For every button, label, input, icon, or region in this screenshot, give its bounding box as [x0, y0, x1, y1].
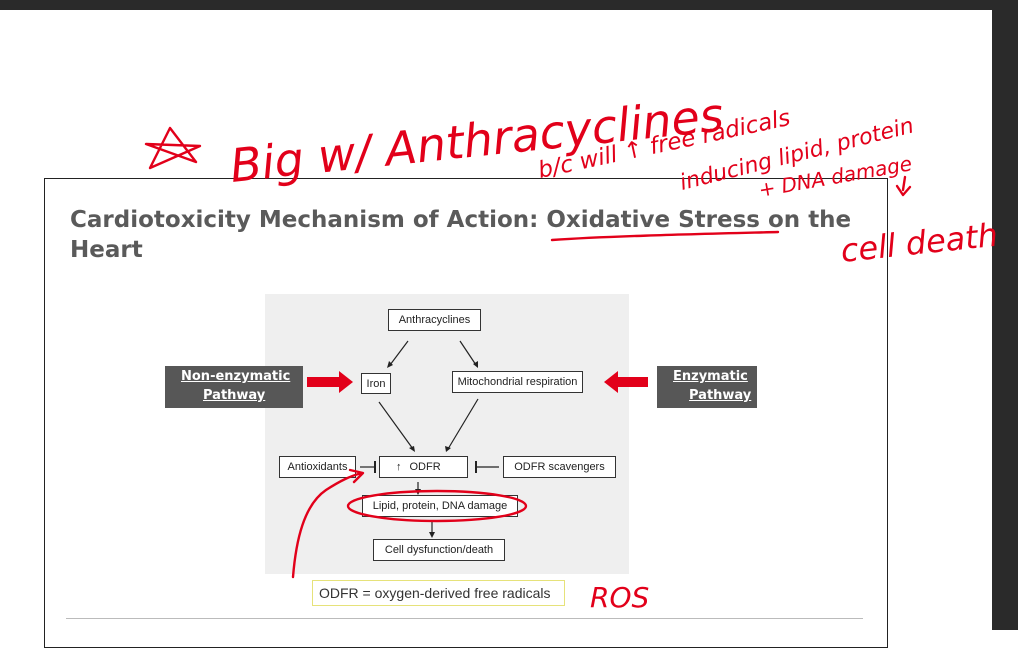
- diagram-overlay: Big w/ Anthracyclines b/c will ↑ free ra…: [144, 87, 1000, 614]
- increase-arrow-icon: ↑: [396, 461, 402, 473]
- legend-text: ODFR = oxygen-derived free radicals: [319, 585, 551, 601]
- odfr-label: ODFR: [409, 461, 441, 473]
- legend-box: ODFR = oxygen-derived free radicals: [312, 580, 565, 606]
- star-icon: [144, 126, 202, 170]
- enzymatic-line-1: Enzymatic: [673, 369, 748, 384]
- mitochondrial-respiration-label: Mitochondrial respiration: [457, 376, 578, 388]
- diagram-arrowheads: [387, 361, 478, 538]
- ros-arrow-icon: [291, 468, 365, 579]
- cell-death-arrow-icon: [895, 175, 912, 197]
- damage-box: Lipid, protein, DNA damage: [362, 495, 518, 517]
- title-highlight: Oxidative Stress: [546, 207, 760, 233]
- damage-circle: [346, 489, 528, 523]
- arrowhead-odfr-right: [445, 446, 451, 452]
- iron-box: Iron: [361, 373, 391, 394]
- non-enzymatic-line-2: Pathway: [203, 388, 266, 403]
- diagram-connectors: [360, 340, 499, 534]
- connector-anthra-iron: [389, 340, 409, 366]
- title-part-1: Cardiotoxicity Mechanism of Action:: [70, 207, 547, 233]
- slide-title: Cardiotoxicity Mechanism of Action: Oxid…: [70, 205, 870, 265]
- enzymatic-line-2: Pathway: [689, 388, 752, 403]
- cell-death-label: Cell dysfunction/death: [384, 544, 494, 556]
- odfr-box: ↑ ODFR: [379, 456, 468, 478]
- iron-label: Iron: [366, 377, 386, 390]
- arrowhead-odfr-left: [409, 446, 415, 452]
- non-enzymatic-line-1: Non-enzymatic: [181, 369, 291, 384]
- arrowhead-death: [429, 532, 435, 538]
- arrowhead-mito: [473, 361, 478, 368]
- connector-anthra-mito: [459, 340, 477, 366]
- mitochondrial-respiration-box: Mitochondrial respiration: [452, 371, 583, 393]
- arrowhead-iron: [387, 361, 393, 368]
- anthracyclines-label: Anthracyclines: [398, 314, 471, 326]
- connector-iron-odfr: [378, 401, 414, 450]
- odfr-scavengers-label: ODFR scavengers: [514, 461, 605, 473]
- damage-label: Lipid, protein, DNA damage: [372, 500, 508, 512]
- non-enzymatic-red-arrow-icon: [307, 371, 353, 393]
- antioxidants-box: Antioxidants: [279, 456, 356, 478]
- enzymatic-pathway-label: Enzymatic Pathway: [657, 366, 757, 408]
- annotation-ros: ROS: [590, 581, 649, 614]
- non-enzymatic-pathway-label: Non-enzymatic Pathway: [165, 366, 303, 408]
- footer-divider: [66, 618, 863, 619]
- handwritten-strokes: [144, 126, 912, 579]
- diagram-background: [265, 294, 629, 574]
- antioxidants-label: Antioxidants: [287, 461, 348, 473]
- anthracyclines-box: Anthracyclines: [388, 309, 481, 331]
- enzymatic-red-arrow-icon: [604, 371, 648, 393]
- window-top-bar: [0, 0, 1018, 10]
- window-scrollbar[interactable]: [992, 0, 1018, 630]
- connector-mito-odfr: [447, 398, 479, 450]
- title-underline: [550, 230, 780, 242]
- odfr-scavengers-box: ODFR scavengers: [503, 456, 616, 478]
- annotation-cell-death: cell death: [839, 216, 1000, 270]
- title-part-2: on the Heart: [70, 207, 852, 263]
- cell-death-box: Cell dysfunction/death: [373, 539, 505, 561]
